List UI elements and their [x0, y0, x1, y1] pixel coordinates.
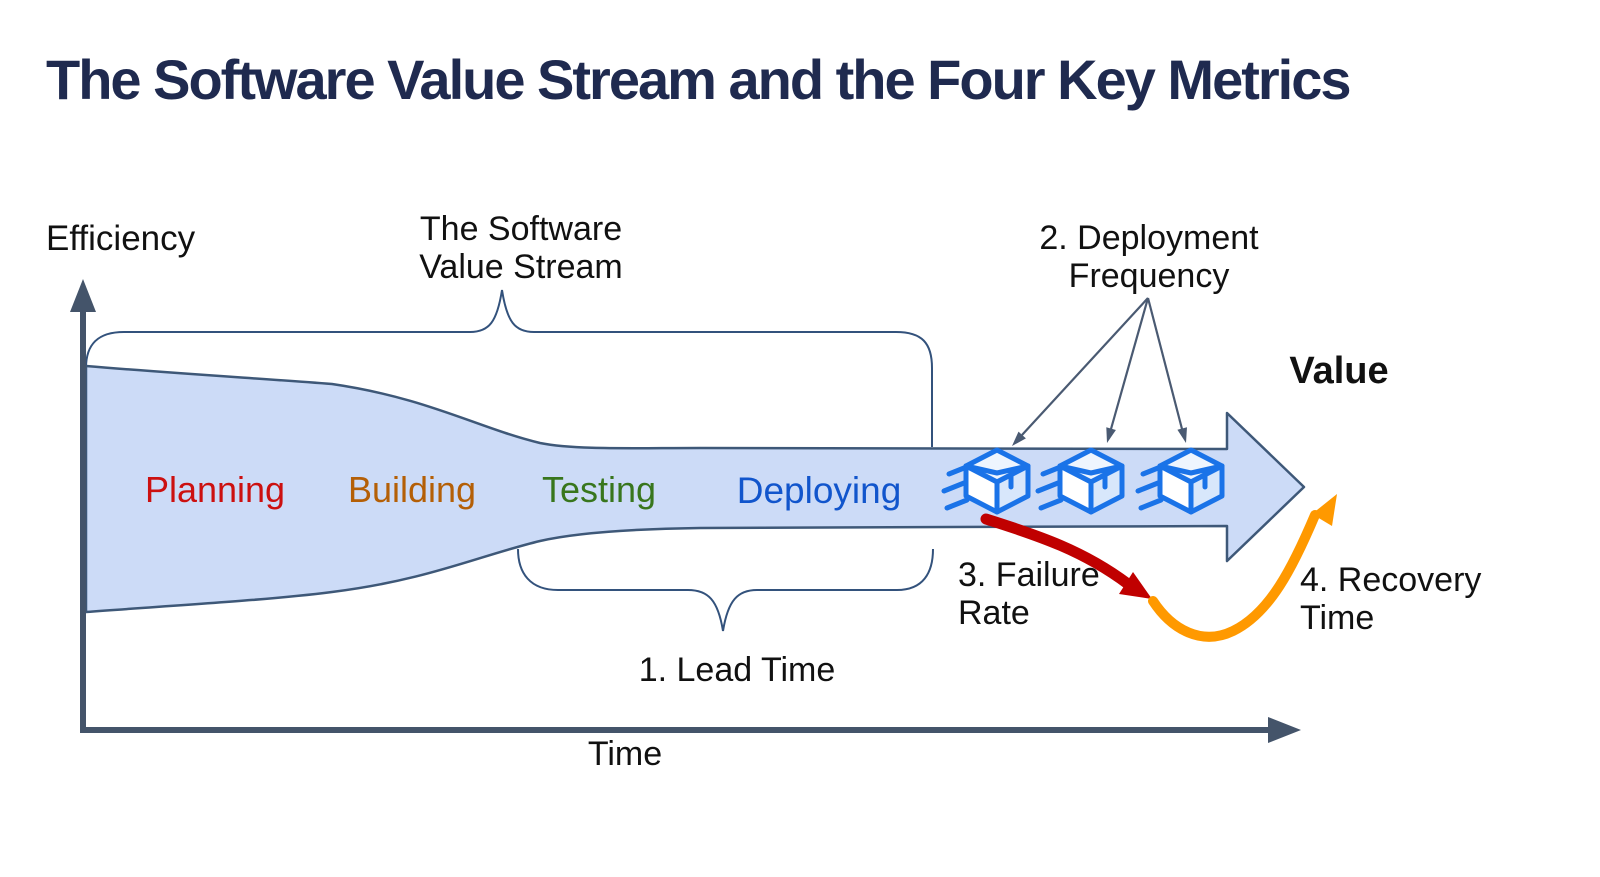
deployment-frequency-arrows — [1012, 297, 1187, 446]
recovery-time-line2: Time — [1300, 599, 1375, 638]
failure-rate-arrow — [980, 513, 1152, 599]
failure-arrow-shaft — [980, 513, 1134, 590]
fan-arrowhead-icon — [1177, 427, 1187, 443]
lead-time-brace — [517, 548, 934, 632]
stage-label-building: Building — [347, 469, 477, 510]
recovery-time-arrow — [1148, 494, 1337, 642]
recovery-time-line1: 4. Recovery — [1300, 561, 1482, 599]
deployment-frequency-line2: Frequency — [1068, 257, 1230, 296]
x-axis-label: Time — [587, 735, 663, 773]
deployment-frequency-line1: 2. Deployment — [1039, 219, 1259, 257]
axes — [70, 279, 1301, 743]
stage-label-deploying: Deploying — [736, 470, 902, 511]
stage-label-planning: Planning — [144, 469, 286, 510]
stage-label-testing: Testing — [541, 469, 657, 510]
value-stream-brace — [85, 289, 933, 447]
value-stream-funnel — [84, 364, 1306, 614]
metric-lead-time-label: 1. Lead Time — [638, 651, 836, 689]
fan-arrowhead-icon — [1106, 427, 1116, 443]
fan-arrow-line — [1146, 297, 1184, 430]
fan-arrow-line — [1109, 297, 1150, 430]
fan-arrow-line — [1021, 297, 1149, 436]
failure-rate-line1: 3. Failure — [958, 556, 1100, 594]
failure-rate-line2: Rate — [958, 594, 1030, 633]
y-axis-arrowhead-icon — [70, 279, 96, 312]
page-title: The Software Value Stream and the Four K… — [46, 48, 1351, 111]
recovery-arrowhead-icon — [1312, 494, 1337, 526]
value-stream-brace-label-line1: The Software — [419, 210, 623, 248]
failure-arrowhead-icon — [1119, 572, 1152, 599]
value-label: Value — [1289, 350, 1389, 392]
x-axis-arrowhead-icon — [1268, 717, 1301, 743]
fan-arrowhead-icon — [1012, 431, 1026, 446]
value-stream-brace-label-line2: Value Stream — [419, 248, 623, 287]
y-axis-label: Efficiency — [46, 219, 196, 258]
recovery-arrow-shaft — [1148, 510, 1320, 642]
